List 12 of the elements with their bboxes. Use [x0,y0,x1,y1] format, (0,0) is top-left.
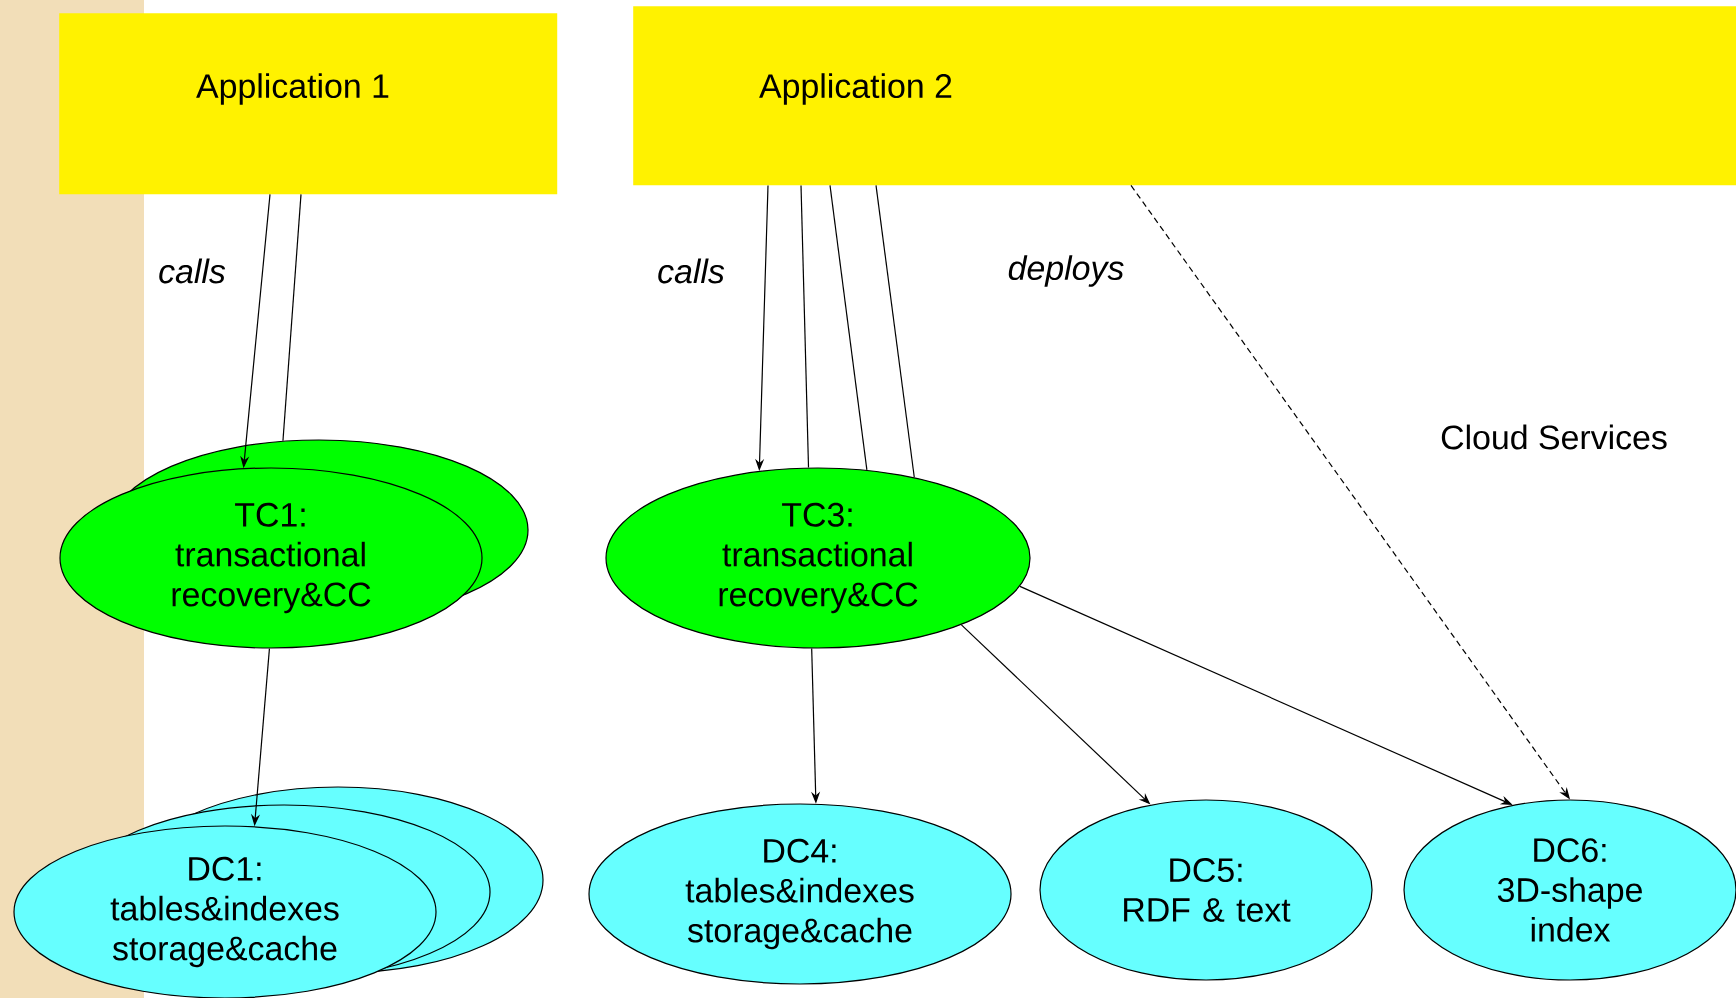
application-box: Application 1 [59,13,558,195]
ellipse-node: DC4: tables&indexes storage&cache [588,803,1012,985]
text-label: calls [658,258,725,284]
text-label: Cloud Services [1441,424,1667,450]
text-label: deploys [1008,255,1124,287]
ellipse-stack: DC1: tables&indexes storage&cache [13,786,544,998]
ellipse-node: DC6: 3D-shape index [1403,799,1736,981]
application-box: Application 2 [633,6,1736,186]
text-label: calls [159,258,226,284]
ellipse-node: DC5: RDF & text [1039,799,1373,981]
ellipse-node: TC3: transactional recovery&CC [605,467,1031,649]
ellipse-stack: TC1: transactional recovery&CC [59,439,529,649]
